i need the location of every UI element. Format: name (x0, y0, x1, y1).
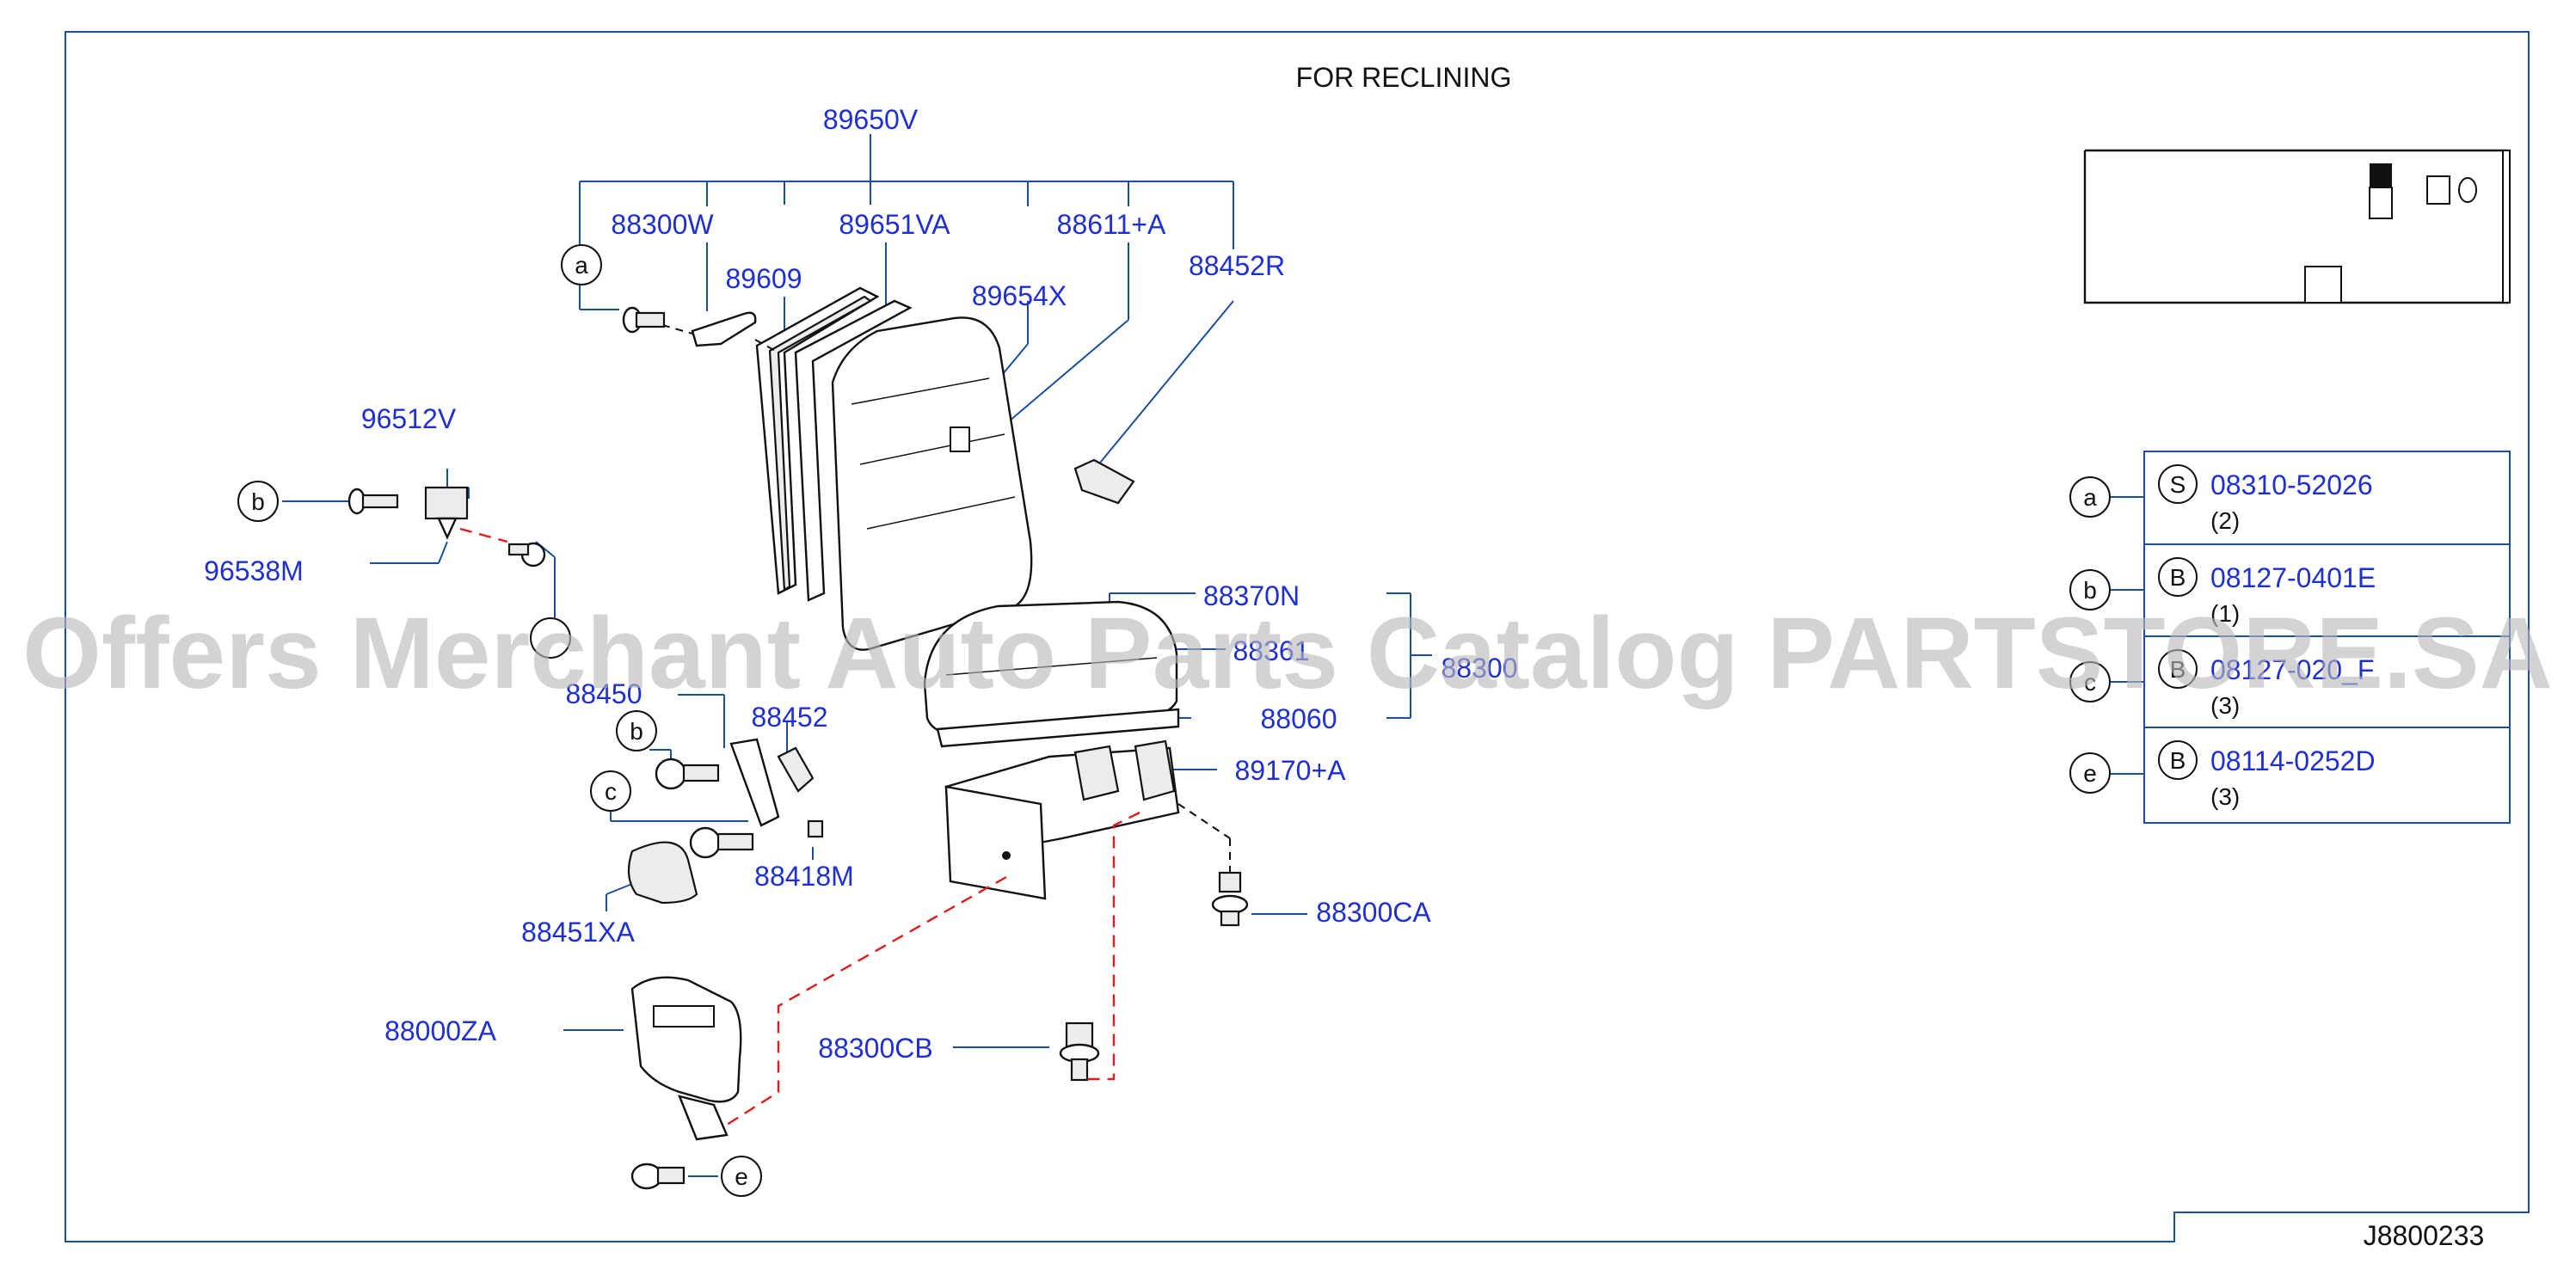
label-88300W: 88300W (611, 209, 714, 240)
fastener-legend (2110, 451, 2511, 824)
label-96538M: 96538M (204, 555, 304, 586)
seatback-cushion (831, 316, 1033, 651)
bolt-e (630, 1163, 685, 1190)
legend-callout-letter: c (2084, 669, 2096, 696)
label-96512V: 96512V (361, 403, 457, 434)
label-89654X: 89654X (972, 280, 1067, 311)
label-89650V: 89650V (823, 104, 919, 135)
label-88452: 88452 (752, 702, 828, 733)
legend-type-letter: B (2170, 656, 2186, 683)
label-88452R: 88452R (1189, 250, 1285, 281)
callout-b-left: b (237, 481, 279, 522)
legend-callout-letter: e (2083, 760, 2097, 787)
label-88300CB: 88300CB (818, 1033, 932, 1064)
legend-qty: (3) (2210, 783, 2240, 810)
bolt-88300CB (1059, 1021, 1100, 1082)
lower-panel (944, 785, 1047, 900)
knob-cover-88451XA (627, 841, 698, 905)
seatback-frame (755, 286, 913, 602)
legend-type-letter: B (2170, 747, 2186, 774)
leader-lines (282, 134, 1432, 1177)
legend-callout-letter: a (2083, 484, 2097, 511)
callout-partial (530, 617, 571, 659)
bolt-b-88450 (655, 758, 720, 790)
diagram-frame (65, 31, 2530, 1242)
label-88451XA: 88451XA (521, 917, 635, 948)
red-dashed-connections (723, 811, 1140, 1128)
legend-part-number: 08127-020_F (2210, 654, 2374, 685)
legend-part-number: 08114-0252D (2210, 745, 2376, 776)
headrest-stay-88300W (661, 311, 779, 353)
svg-text:a: a (575, 252, 588, 279)
diagram-id: J8800233 (2364, 1220, 2485, 1251)
label-88060: 88060 (1261, 703, 1337, 734)
legend-type-letter: S (2170, 471, 2186, 498)
label-88300: 88300 (1442, 653, 1518, 684)
svg-text:b: b (630, 718, 643, 745)
legend-type-letter: B (2170, 564, 2186, 591)
label-88300CA: 88300CA (1316, 897, 1431, 928)
cover-88452R (1073, 458, 1135, 505)
legend-type-circle (2158, 649, 2198, 689)
callout-b-88450: b (616, 710, 657, 751)
label-88000ZA: 88000ZA (384, 1015, 497, 1046)
label-89651VA: 89651VA (839, 209, 950, 240)
legend-callout-circle (2069, 569, 2111, 610)
callout-e-bottom: e (721, 1156, 762, 1197)
callout-a-top: a (561, 244, 602, 285)
vehicle-locator-inset (2083, 149, 2511, 304)
legend-type-circle (2158, 464, 2198, 504)
legend-qty: (1) (2210, 600, 2240, 627)
legend-qty: (3) (2210, 692, 2240, 719)
label-88370N: 88370N (1203, 580, 1300, 611)
label-88361: 88361 (1233, 635, 1310, 666)
svg-text:e: e (735, 1163, 748, 1190)
callout-c-88450: c (590, 770, 631, 812)
seat-cushion (923, 600, 1180, 748)
label-88450: 88450 (566, 678, 642, 709)
switch-96512V (424, 486, 469, 540)
label-88611A: 88611+A (1057, 209, 1166, 240)
label-89170A: 89170+A (1234, 755, 1346, 786)
legend-type-circle (2158, 557, 2198, 597)
legend-callout-circle (2069, 752, 2111, 794)
label-88418M: 88418M (754, 861, 854, 892)
recliner-bracket-88450 (729, 738, 824, 838)
diagram-title: FOR RECLINING (1296, 62, 1512, 93)
legend-qty: (2) (2210, 507, 2240, 534)
bolt-b-left (347, 488, 399, 515)
bolt-a (622, 306, 666, 334)
legend-callout-circle (2069, 476, 2111, 518)
svg-text:c: c (605, 778, 617, 805)
watermark: Offers Merchant Auto Parts Catalog PARTS… (22, 597, 2553, 710)
seat-belt-88000ZA (630, 976, 742, 1141)
legend-part-number: 08310-52026 (2210, 469, 2373, 500)
legend-callout-circle (2069, 661, 2111, 702)
bolt-c-88450 (689, 826, 754, 859)
label-89609: 89609 (726, 263, 802, 294)
red-link-switch (459, 527, 508, 543)
bolt-88300CA (1177, 803, 1249, 927)
legend-callout-letter: b (2083, 577, 2097, 604)
legend-type-circle (2158, 740, 2198, 780)
svg-text:b: b (251, 488, 265, 515)
legend-part-number: 08127-0401E (2210, 562, 2376, 593)
bolt-switch (507, 542, 546, 567)
